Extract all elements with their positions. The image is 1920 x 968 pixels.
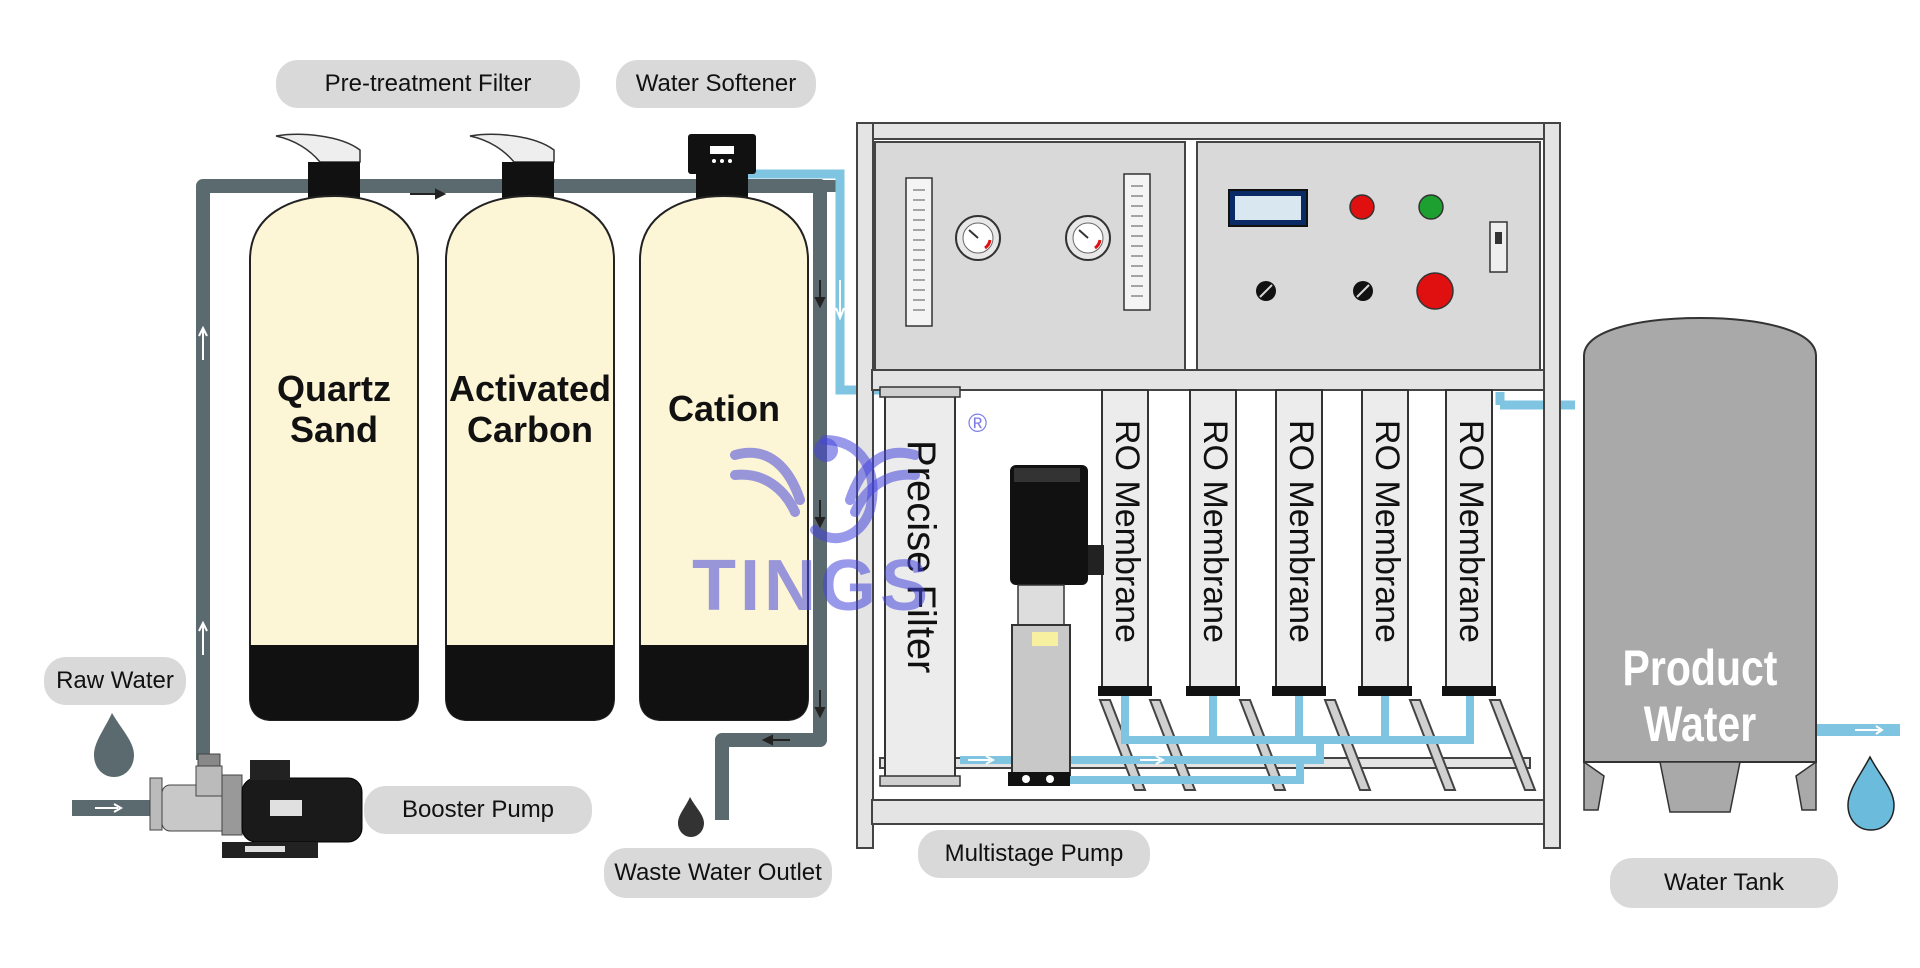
quartz-sand-line-1: Quartz <box>276 368 391 409</box>
raw-water-drop <box>94 713 134 777</box>
control-panel-left <box>874 141 1186 371</box>
product-outlet-pipe <box>1805 724 1900 736</box>
raw-water-inlet <box>72 800 160 816</box>
ro-membrane-label-1: RO Membrane <box>1108 420 1146 643</box>
quartz-sand-tank <box>249 133 419 721</box>
quartz-sand-tank-label: Quartz Sand <box>250 368 418 450</box>
ro-membrane-label-3: RO Membrane <box>1282 420 1320 643</box>
softener-flow-arrow <box>835 280 845 321</box>
activated-carbon-line-1: Activated <box>448 368 612 409</box>
product-water-line-1: Product <box>1622 640 1778 696</box>
booster-pump <box>149 753 363 858</box>
product-water-line-2: Water <box>1643 696 1757 752</box>
ro-membrane-piping <box>960 696 1474 784</box>
tings-logo-bird <box>730 435 920 544</box>
ro-membrane-label-5: RO Membrane <box>1452 420 1490 643</box>
tings-logo-text: TINGS <box>692 546 933 626</box>
raw-water-label: Raw Water <box>44 657 186 705</box>
pump-flow-arrows <box>968 755 1166 765</box>
pretreatment-filter-label: Pre-treatment Filter <box>276 60 580 108</box>
flow-arrows-dark <box>410 188 826 746</box>
activated-carbon-line-2: Carbon <box>467 409 593 450</box>
registered-mark: ® <box>968 408 988 438</box>
activated-carbon-tank-label: Activated Carbon <box>440 368 620 450</box>
product-water-label: Product Water <box>1605 640 1795 752</box>
product-water-drop <box>1847 755 1895 831</box>
cation-tank-label: Cation <box>668 388 780 429</box>
frame-base-bars <box>1098 699 1537 791</box>
tings-logo-head <box>814 438 838 462</box>
booster-pump-label: Booster Pump <box>364 786 592 834</box>
water-softener-label: Water Softener <box>616 60 816 108</box>
ro-membrane-housings <box>1098 389 1496 696</box>
multistage-pump <box>1008 465 1104 786</box>
waste-water-outlet-label: Waste Water Outlet <box>604 848 832 898</box>
precise-filter-label: Precise Filter <box>899 440 943 674</box>
product-water-tank <box>1583 316 1817 813</box>
top-manifold <box>316 180 836 192</box>
ro-membrane-label-4: RO Membrane <box>1368 420 1406 643</box>
ro-membrane-label-2: RO Membrane <box>1196 420 1234 643</box>
quartz-sand-line-2: Sand <box>289 409 378 450</box>
cation-softener-tank <box>639 134 809 721</box>
waste-water-drop <box>678 797 704 837</box>
water-tank-label: Water Tank <box>1610 858 1838 908</box>
control-panel-right <box>1196 141 1541 371</box>
activated-carbon-tank <box>445 133 615 721</box>
multistage-pump-label: Multistage Pump <box>918 830 1150 878</box>
